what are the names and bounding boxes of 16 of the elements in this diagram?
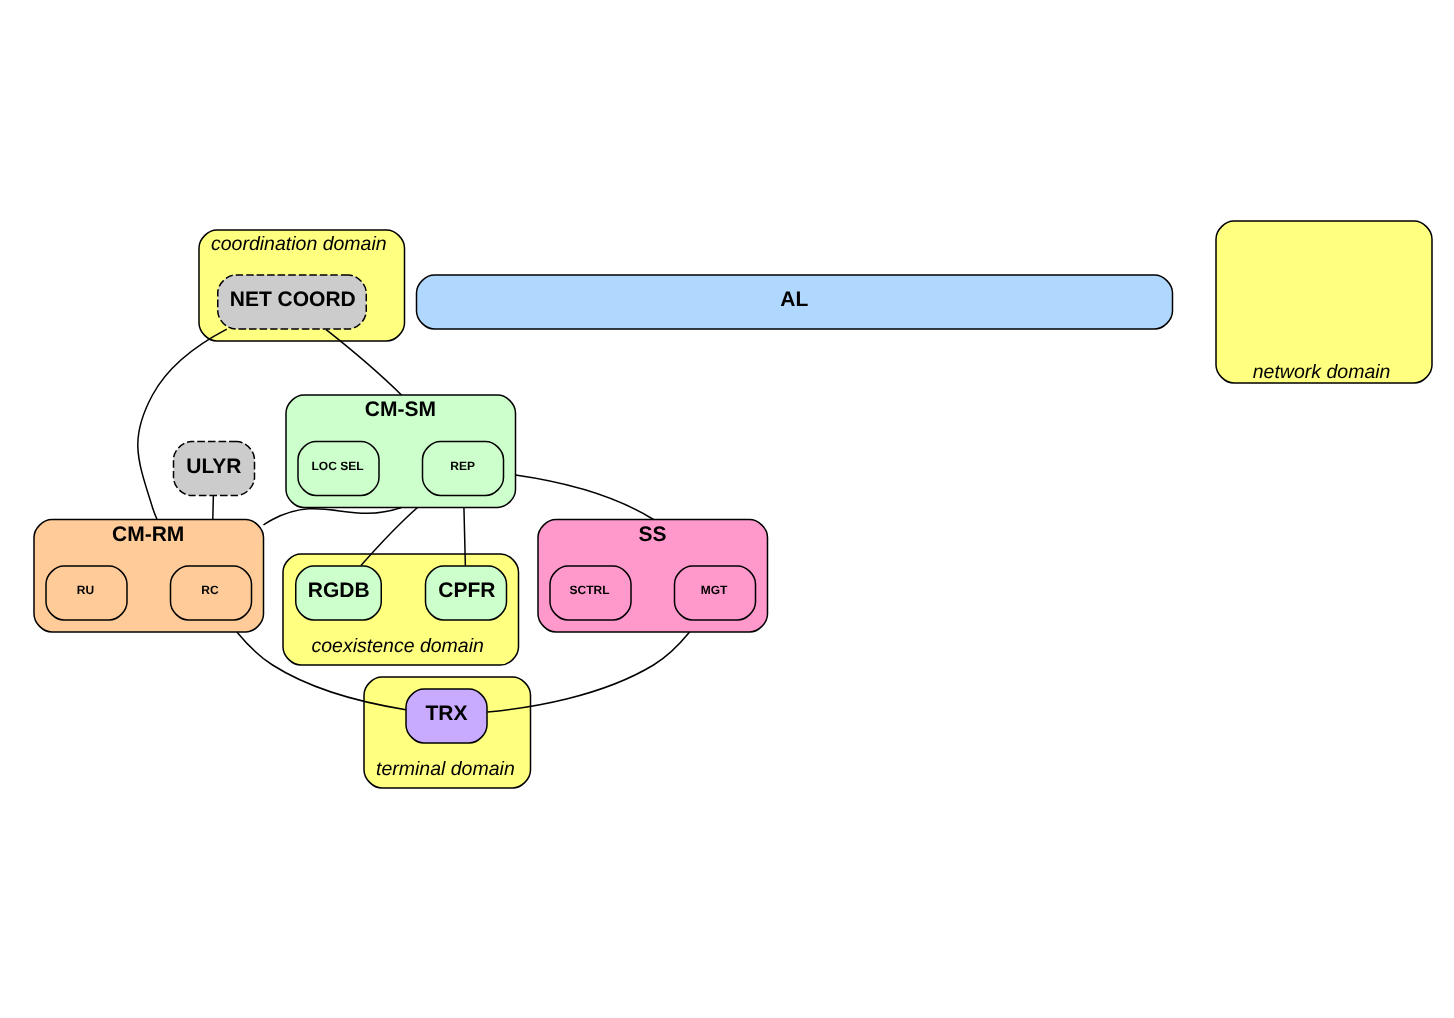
node-box: TRX bbox=[405, 688, 488, 744]
connector bbox=[463, 506, 467, 567]
connector bbox=[514, 474, 655, 521]
node-box: AL bbox=[415, 274, 1174, 330]
connector bbox=[262, 506, 403, 526]
node-box: network domain bbox=[1215, 220, 1433, 384]
node-box: RGDB bbox=[295, 565, 382, 621]
connector bbox=[486, 631, 691, 713]
connector bbox=[236, 631, 407, 711]
node-box: CPFR bbox=[424, 565, 508, 621]
connector bbox=[212, 495, 215, 521]
connector bbox=[360, 506, 419, 567]
node-box: ULYR bbox=[172, 440, 256, 497]
connector bbox=[325, 328, 403, 396]
connector bbox=[137, 328, 228, 521]
node-box: NET COORD bbox=[217, 274, 367, 330]
